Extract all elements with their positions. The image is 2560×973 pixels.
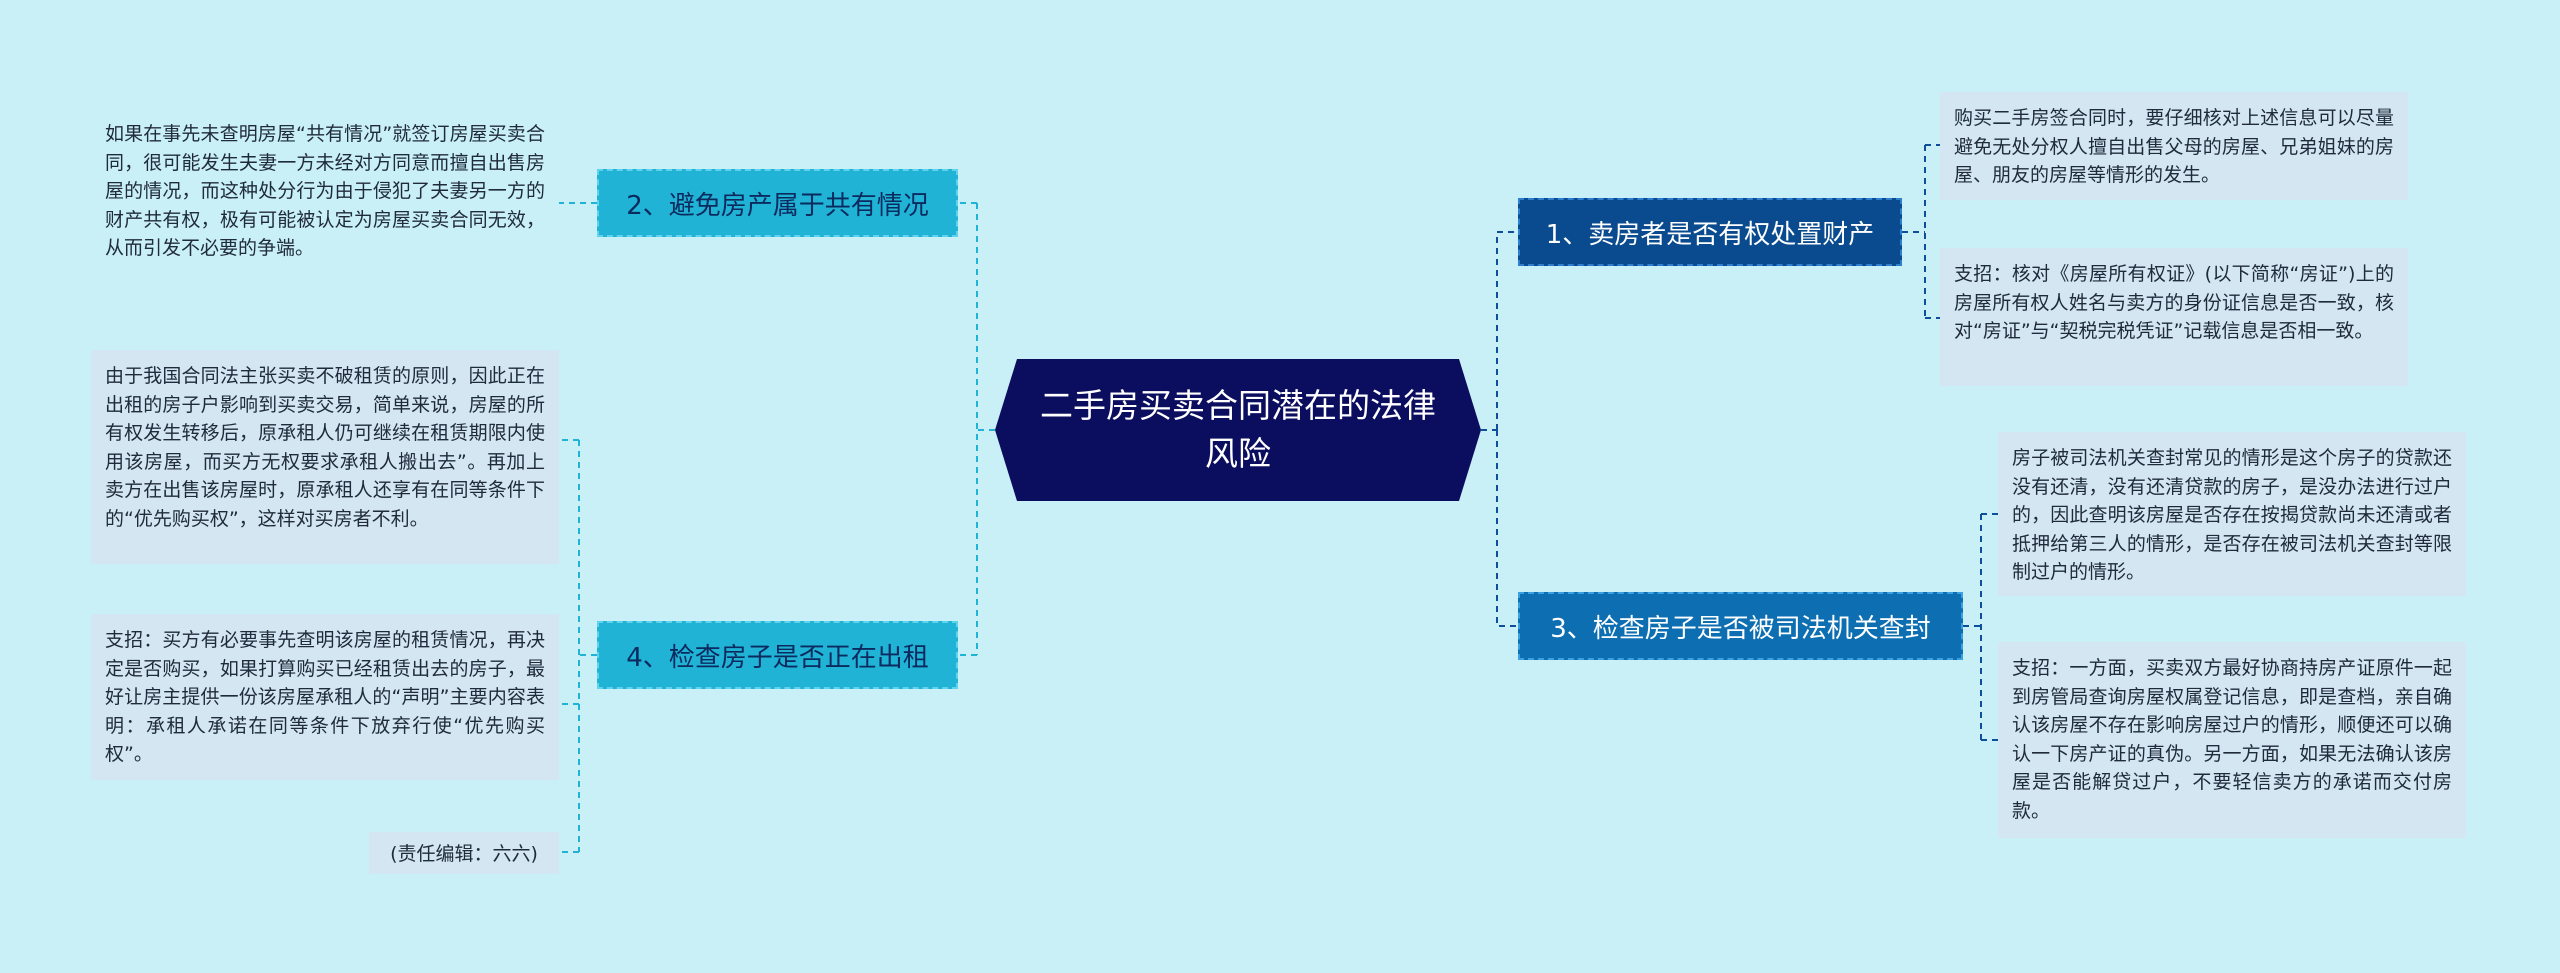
leaf-seller-authority-2[interactable]: 支招：核对《房屋所有权证》(以下简称“房证”)上的房屋所有权人姓名与卖方的身份证… xyxy=(1940,248,2408,386)
leaf-editor-note[interactable]: (责任编辑：六六) xyxy=(369,832,559,874)
leaf-text: (责任编辑：六六) xyxy=(390,843,538,865)
leaf-rental-status-2[interactable]: 支招：买方有必要事先查明该房屋的租赁情况，再决定是否购买，如果打算购买已经租赁出… xyxy=(91,614,559,780)
branch-seller-authority[interactable]: 1、卖房者是否有权处置财产 xyxy=(1518,198,1902,266)
leaf-joint-ownership-1[interactable]: 如果在事先未查明房屋“共有情况”就签订房屋买卖合同，很可能发生夫妻一方未经对方同… xyxy=(91,108,559,298)
leaf-text: 购买二手房签合同时，要仔细核对上述信息可以尽量避免无处分权人擅自出售父母的房屋、… xyxy=(1954,107,2394,186)
leaf-text: 支招：买方有必要事先查明该房屋的租赁情况，再决定是否购买，如果打算购买已经租赁出… xyxy=(105,629,545,765)
leaf-text: 支招：核对《房屋所有权证》(以下简称“房证”)上的房屋所有权人姓名与卖方的身份证… xyxy=(1954,263,2394,342)
branch-label: 1、卖房者是否有权处置财产 xyxy=(1545,219,1875,250)
connector-root-branch1 xyxy=(1481,231,1518,431)
connector-branch3-leaves xyxy=(1963,513,1998,741)
leaf-seller-authority-1[interactable]: 购买二手房签合同时，要仔细核对上述信息可以尽量避免无处分权人擅自出售父母的房屋、… xyxy=(1940,92,2408,200)
branch-rental-status[interactable]: 4、检查房子是否正在出租 xyxy=(597,621,958,689)
branch-judicial-seizure[interactable]: 3、检查房子是否被司法机关查封 xyxy=(1518,592,1963,660)
root-title: 二手房买卖合同潜在的法律风险 xyxy=(1040,386,1436,473)
connector-branch1-leaves xyxy=(1902,144,1940,319)
branch-label: 4、检查房子是否正在出租 xyxy=(626,642,929,673)
connector-branch4-leaves xyxy=(559,439,597,853)
leaf-text: 房子被司法机关查封常见的情形是这个房子的贷款还没有还清，没有还清贷款的房子，是没… xyxy=(2012,447,2452,583)
root-topic[interactable]: 二手房买卖合同潜在的法律风险 xyxy=(995,359,1481,501)
leaf-text: 支招：一方面，买卖双方最好协商持房产证原件一起到房管局查询房屋权属登记信息，即是… xyxy=(2012,657,2452,822)
leaf-text: 由于我国合同法主张买卖不破租赁的原则，因此正在出租的房子户影响到买卖交易，简单来… xyxy=(105,365,545,530)
branch-label: 3、检查房子是否被司法机关查封 xyxy=(1550,613,1931,644)
leaf-rental-status-1[interactable]: 由于我国合同法主张买卖不破租赁的原则，因此正在出租的房子户影响到买卖交易，简单来… xyxy=(91,350,559,564)
branch-joint-ownership[interactable]: 2、避免房产属于共有情况 xyxy=(597,169,958,237)
leaf-judicial-seizure-1[interactable]: 房子被司法机关查封常见的情形是这个房子的贷款还没有还清，没有还清贷款的房子，是没… xyxy=(1998,432,2466,596)
leaf-text: 如果在事先未查明房屋“共有情况”就签订房屋买卖合同，很可能发生夫妻一方未经对方同… xyxy=(105,123,545,259)
branch-label: 2、避免房产属于共有情况 xyxy=(626,190,929,221)
connector-root-left xyxy=(958,202,995,656)
connector-root-branch3 xyxy=(1496,430,1518,627)
leaf-judicial-seizure-2[interactable]: 支招：一方面，买卖双方最好协商持房产证原件一起到房管局查询房屋权属登记信息，即是… xyxy=(1998,642,2466,838)
